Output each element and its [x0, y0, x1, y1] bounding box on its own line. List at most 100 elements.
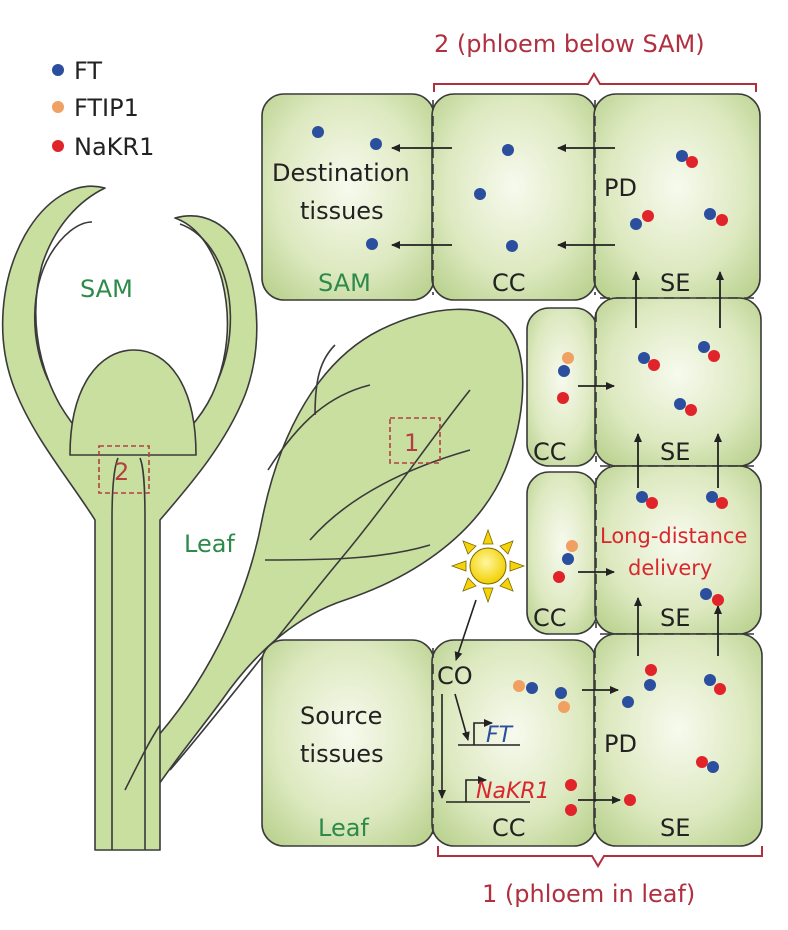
gene-constructs: [438, 693, 530, 803]
leaf-vein-3: [309, 449, 471, 541]
nakr1-legend-label: NaKR1: [74, 133, 154, 161]
nakr1-dot: [565, 804, 577, 816]
ft-gene-label: FT: [486, 723, 514, 748]
ft-dot: [312, 126, 324, 138]
ft-dot: [562, 553, 574, 565]
plant-illustration: [1, 185, 524, 851]
ft-dot: [630, 218, 642, 230]
ftip1-dot: [562, 352, 574, 364]
mid1-cc-label: CC: [533, 438, 567, 466]
ft-dot: [698, 341, 710, 353]
top-bracket-label: 2 (phloem below SAM): [434, 30, 705, 58]
top-row-cells: [261, 93, 761, 301]
leaf-blade: [149, 308, 524, 791]
nakr1-dot: [686, 156, 698, 168]
bottom-leaf-label: Leaf: [318, 814, 369, 842]
middle-row-1: [526, 297, 762, 467]
top-sam-label: SAM: [318, 269, 371, 297]
ftip1-dot: [558, 701, 570, 713]
ft-dot: [704, 674, 716, 686]
ft-dot: [644, 679, 656, 691]
nakr1-dot: [685, 404, 697, 416]
long-distance-line1: Long-distance: [600, 524, 747, 548]
ft-dot: [700, 588, 712, 600]
nakr1-dot: [714, 683, 726, 695]
top-se-label: SE: [660, 269, 690, 297]
ft-dot: [506, 240, 518, 252]
sun-icon: [450, 528, 526, 604]
sam-dome: [69, 349, 197, 456]
protein-dots: [312, 126, 728, 816]
ft-dot: [704, 208, 716, 220]
bottom-se-label: SE: [660, 814, 690, 842]
bottom-cc-label: CC: [492, 814, 526, 842]
ft-dot: [706, 491, 718, 503]
plant-leaf-label: Leaf: [184, 530, 235, 558]
nakr1-dot: [645, 664, 657, 676]
primordium-left: [33, 221, 93, 381]
source-label-line1: Source: [300, 702, 382, 730]
ft-promoter-arrow: [473, 719, 493, 745]
top-arrows: [391, 144, 615, 249]
nakr1-dot: [716, 214, 728, 226]
mid2-se-label: SE: [660, 604, 690, 632]
ftip1-legend-label: FTIP1: [74, 94, 139, 122]
ft-dot: [555, 687, 567, 699]
ft-dot: [370, 138, 382, 150]
nakr1-legend-dot: [52, 140, 64, 152]
nakr1-dot: [565, 779, 577, 791]
vascular-strand-right: [139, 457, 146, 850]
nakr1-dot: [708, 350, 720, 362]
primordium-right: [179, 223, 232, 381]
vascular-strand-left: [111, 457, 119, 850]
ft-legend-label: FT: [74, 57, 102, 85]
ft-dot: [676, 150, 688, 162]
bottom-brace: [437, 846, 763, 868]
transport-arrows: [578, 271, 724, 804]
nakr1-gene-label: NaKR1: [476, 779, 550, 804]
nakr1-dot: [712, 594, 724, 606]
nakr1-dot: [624, 794, 636, 806]
nakr1-dot: [557, 392, 569, 404]
ft-dot: [622, 696, 634, 708]
leaf-vein-2: [314, 344, 336, 416]
bottom-bracket-label: 1 (phloem in leaf): [482, 880, 695, 908]
nakr1-dot: [648, 359, 660, 371]
co-arrow-ft: [454, 693, 470, 741]
bottom-pd-label: PD: [604, 730, 637, 758]
region-box-1-label: 1: [404, 429, 419, 457]
top-cc-label: CC: [492, 269, 526, 297]
plant-sam-label: SAM: [80, 275, 133, 303]
mid2-cc-label: CC: [533, 604, 567, 632]
ftip1-legend-dot: [52, 101, 64, 113]
leaf-vein-1: [267, 384, 371, 471]
nakr1-dot: [642, 210, 654, 222]
ft-dot: [674, 398, 686, 410]
nakr1-dot: [553, 571, 565, 583]
ft-dot: [526, 682, 538, 694]
region-box-2-label: 2: [114, 458, 129, 486]
source-label-line2: tissues: [300, 740, 384, 768]
top-brace: [433, 72, 757, 92]
co-label: CO: [437, 662, 473, 690]
destination-label-line2: tissues: [300, 197, 384, 225]
ft-dot: [707, 761, 719, 773]
long-distance-line2: delivery: [628, 556, 712, 580]
top-pd-label: PD: [604, 174, 637, 202]
sun-to-co-arrow: [454, 599, 477, 661]
ft-dot: [636, 491, 648, 503]
ftip1-dot: [566, 540, 578, 552]
destination-label-line1: Destination: [272, 159, 410, 187]
ft-dot: [638, 352, 650, 364]
nakr1-dot: [646, 497, 658, 509]
ft-dot: [366, 238, 378, 250]
ft-dot: [558, 365, 570, 377]
ft-dot: [502, 144, 514, 156]
leaf-vein-main: [169, 389, 471, 771]
leaf-vein-4: [264, 544, 431, 561]
mid1-se-label: SE: [660, 438, 690, 466]
nakr1-promoter-arrow: [465, 776, 487, 802]
ft-legend-dot: [52, 64, 64, 76]
legend: FT FTIP1 NaKR1: [52, 57, 154, 161]
